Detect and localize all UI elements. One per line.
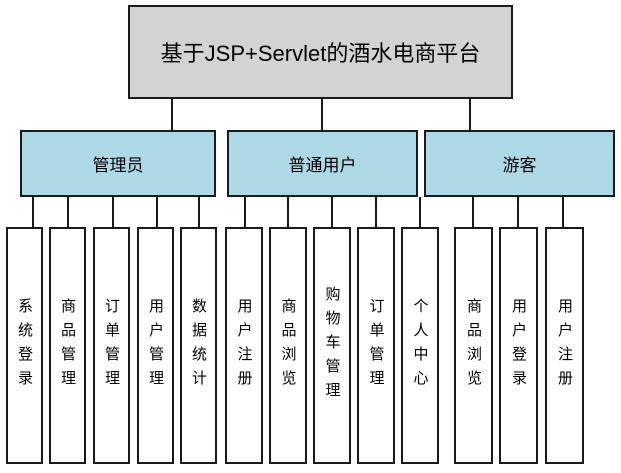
leaf-node-1-2-label: 购物车管理 [323,285,341,406]
connector-group-1-to-leaf-3 [375,197,377,227]
connector-group-1-to-leaf-0 [244,197,246,227]
leaf-node-0-3: 用户管理 [137,227,174,464]
leaf-node-0-2-label: 订单管理 [103,297,120,394]
group-node-2: 游客 [424,130,615,197]
leaf-node-1-4-label: 个人中心 [411,297,429,394]
connector-group-1-to-leaf-4 [419,197,421,227]
root-node: 基于JSP+Servlet的酒水电商平台 [128,5,513,99]
leaf-node-1-2: 购物车管理 [313,227,351,464]
leaf-node-0-3-label: 用户管理 [147,297,164,394]
leaf-node-1-0-label: 用户注册 [235,297,253,394]
leaf-node-2-1-label: 用户登录 [510,297,527,394]
leaf-node-0-2: 订单管理 [93,227,130,464]
leaf-node-2-2-label: 用户注册 [556,297,573,394]
connector-group-1-to-leaf-1 [287,197,289,227]
connector-group-2-to-leaf-1 [517,197,519,227]
connector-group-0-to-leaf-0 [32,197,34,227]
leaf-node-1-0: 用户注册 [225,227,263,464]
connector-group-0-to-leaf-3 [156,197,158,227]
connector-group-2-to-leaf-2 [562,197,564,227]
connector-group-1-to-leaf-2 [331,197,333,227]
leaf-node-0-1: 商品管理 [49,227,86,464]
group-node-0-label: 管理员 [92,156,144,175]
leaf-node-1-1: 商品浏览 [269,227,307,464]
connector-group-0-to-leaf-1 [67,197,69,227]
group-node-0: 管理员 [20,130,216,197]
leaf-node-1-1-label: 商品浏览 [279,297,297,394]
leaf-node-0-0-label: 系统登录 [16,297,33,394]
leaf-node-0-4-label: 数据统计 [190,297,207,394]
group-node-1: 普通用户 [227,130,418,197]
group-node-1-label: 普通用户 [288,156,357,175]
leaf-node-2-2: 用户注册 [545,227,584,464]
leaf-node-1-4: 个人中心 [401,227,439,464]
connector-root-to-group-0 [171,99,173,130]
connector-group-0-to-leaf-4 [198,197,200,227]
connector-root-to-group-2 [469,99,471,130]
leaf-node-2-0: 商品浏览 [454,227,493,464]
group-node-2-label: 游客 [502,156,537,175]
leaf-node-1-3-label: 订单管理 [367,297,385,394]
leaf-node-0-0: 系统登录 [6,227,43,464]
leaf-node-0-1-label: 商品管理 [59,297,76,394]
leaf-node-2-0-label: 商品浏览 [465,297,482,394]
leaf-node-1-3: 订单管理 [357,227,395,464]
leaf-node-2-1: 用户登录 [499,227,538,464]
connector-group-2-to-leaf-0 [472,197,474,227]
leaf-node-0-4: 数据统计 [180,227,217,464]
connector-group-0-to-leaf-2 [112,197,114,227]
root-node-title: 基于JSP+Servlet的酒水电商平台 [160,41,481,66]
connector-root-to-group-1 [321,99,323,130]
